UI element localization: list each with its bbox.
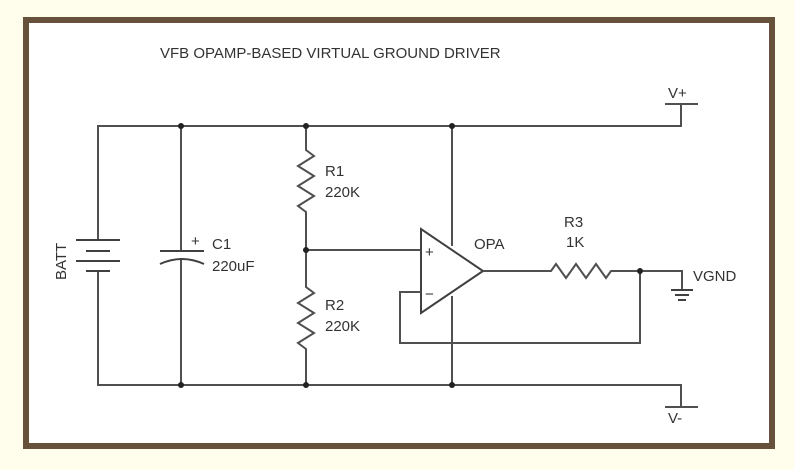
r3-resistor [483,262,683,290]
r2-ref: R2 [325,297,344,314]
junction-dot [449,123,455,129]
opamp-minus-input: − [425,286,434,303]
r1-ref: R1 [325,163,344,180]
c1-polarity-mark: + [191,233,200,250]
opamp-ref: OPA [474,236,505,253]
c1-ref: C1 [212,236,231,253]
junction-dot [303,123,309,129]
junction-dot [449,382,455,388]
opamp-plus-input: + [425,244,434,261]
feedback-wire [399,271,641,344]
junction-dot [303,382,309,388]
junction-dot [178,123,184,129]
capacitor-symbol [159,250,205,265]
junction-dot [303,247,309,253]
diagram-title: VFB OPAMP-BASED VIRTUAL GROUND DRIVER [160,45,501,62]
r1-resistor [296,126,316,250]
diagram-frame [23,17,775,449]
r1-value: 220K [325,184,360,201]
battery-label: BATT [53,243,70,280]
bottom-rail-wire [97,271,682,407]
junction-dot [637,268,643,274]
r2-resistor [296,250,316,385]
r3-value: 1K [566,234,584,251]
battery-symbol [76,239,120,272]
vgnd-label: VGND [693,268,737,285]
top-rail-wire [97,104,682,240]
c1-value: 220uF [212,258,255,275]
ground-icon [671,289,693,301]
vplus-label: V+ [668,85,687,102]
vminus-label: V- [668,410,682,427]
r3-ref: R3 [564,214,583,231]
r2-value: 220K [325,318,360,335]
opamp-symbol [420,227,485,315]
junction-dot [178,382,184,388]
